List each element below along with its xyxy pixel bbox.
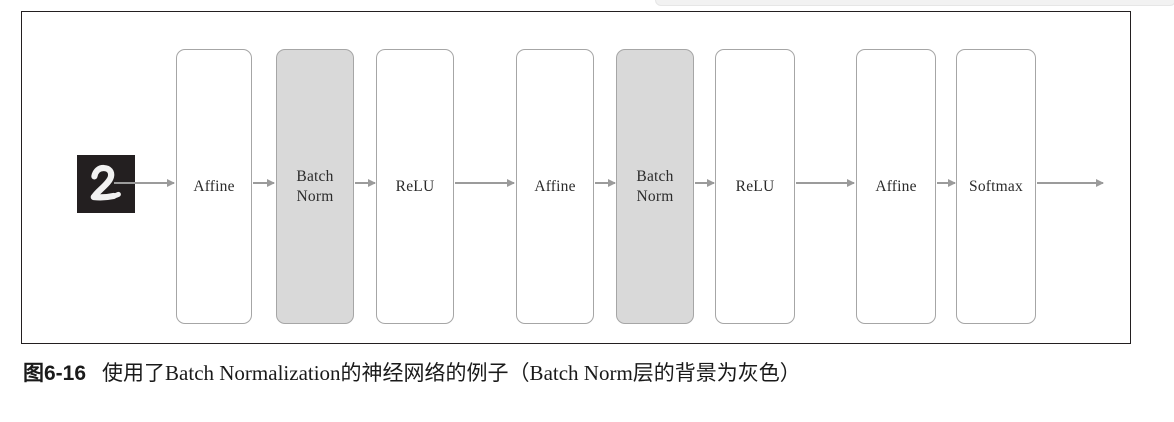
- layer-label-affine-1: Affine: [193, 177, 235, 195]
- arrow-batchnorm1-to-relu1: [355, 178, 376, 187]
- figure-caption: 图6-16 使用了Batch Normalization的神经网络的例子（Batc…: [23, 357, 1163, 387]
- figure-caption-text: 使用了Batch Normalization的神经网络的例子（Batch Nor…: [102, 361, 801, 385]
- layer-box-relu-1: ReLU: [376, 49, 454, 324]
- layer-box-batchnorm-2: Batch Norm: [616, 49, 694, 324]
- layer-label-affine-2: Affine: [534, 177, 576, 195]
- layer-label-relu-1: ReLU: [395, 177, 435, 195]
- figure-frame: Affine Batch Norm ReLU Affine Batch Norm…: [21, 11, 1131, 344]
- layer-box-softmax: Softmax: [956, 49, 1036, 324]
- digit-two-glyph: [77, 155, 135, 213]
- layer-box-relu-2: ReLU: [715, 49, 795, 324]
- arrow-affine1-to-batchnorm1: [253, 178, 275, 187]
- arrow-relu2-to-affine3: [796, 178, 855, 187]
- arrow-input-to-affine-1: [114, 178, 175, 187]
- layer-box-affine-1: Affine: [176, 49, 252, 324]
- arrow-affine2-to-batchnorm2: [595, 178, 616, 187]
- layer-label-affine-3: Affine: [875, 177, 917, 195]
- layer-label-relu-2: ReLU: [735, 177, 775, 195]
- layer-box-affine-2: Affine: [516, 49, 594, 324]
- arrow-affine3-to-softmax: [937, 178, 956, 187]
- page-top-panel-edge: [655, 0, 1174, 6]
- layer-box-affine-3: Affine: [856, 49, 936, 324]
- layer-label-softmax: Softmax: [969, 177, 1023, 195]
- layer-label-batchnorm-2: Batch Norm: [636, 167, 674, 205]
- arrow-relu1-to-affine2: [455, 178, 515, 187]
- layer-box-batchnorm-1: Batch Norm: [276, 49, 354, 324]
- arrow-batchnorm2-to-relu2: [695, 178, 715, 187]
- figure-caption-number: 图6-16: [23, 362, 87, 385]
- mnist-input-digit-image: [77, 155, 135, 213]
- arrow-softmax-to-output: [1037, 178, 1104, 187]
- layer-label-batchnorm-1: Batch Norm: [296, 167, 334, 205]
